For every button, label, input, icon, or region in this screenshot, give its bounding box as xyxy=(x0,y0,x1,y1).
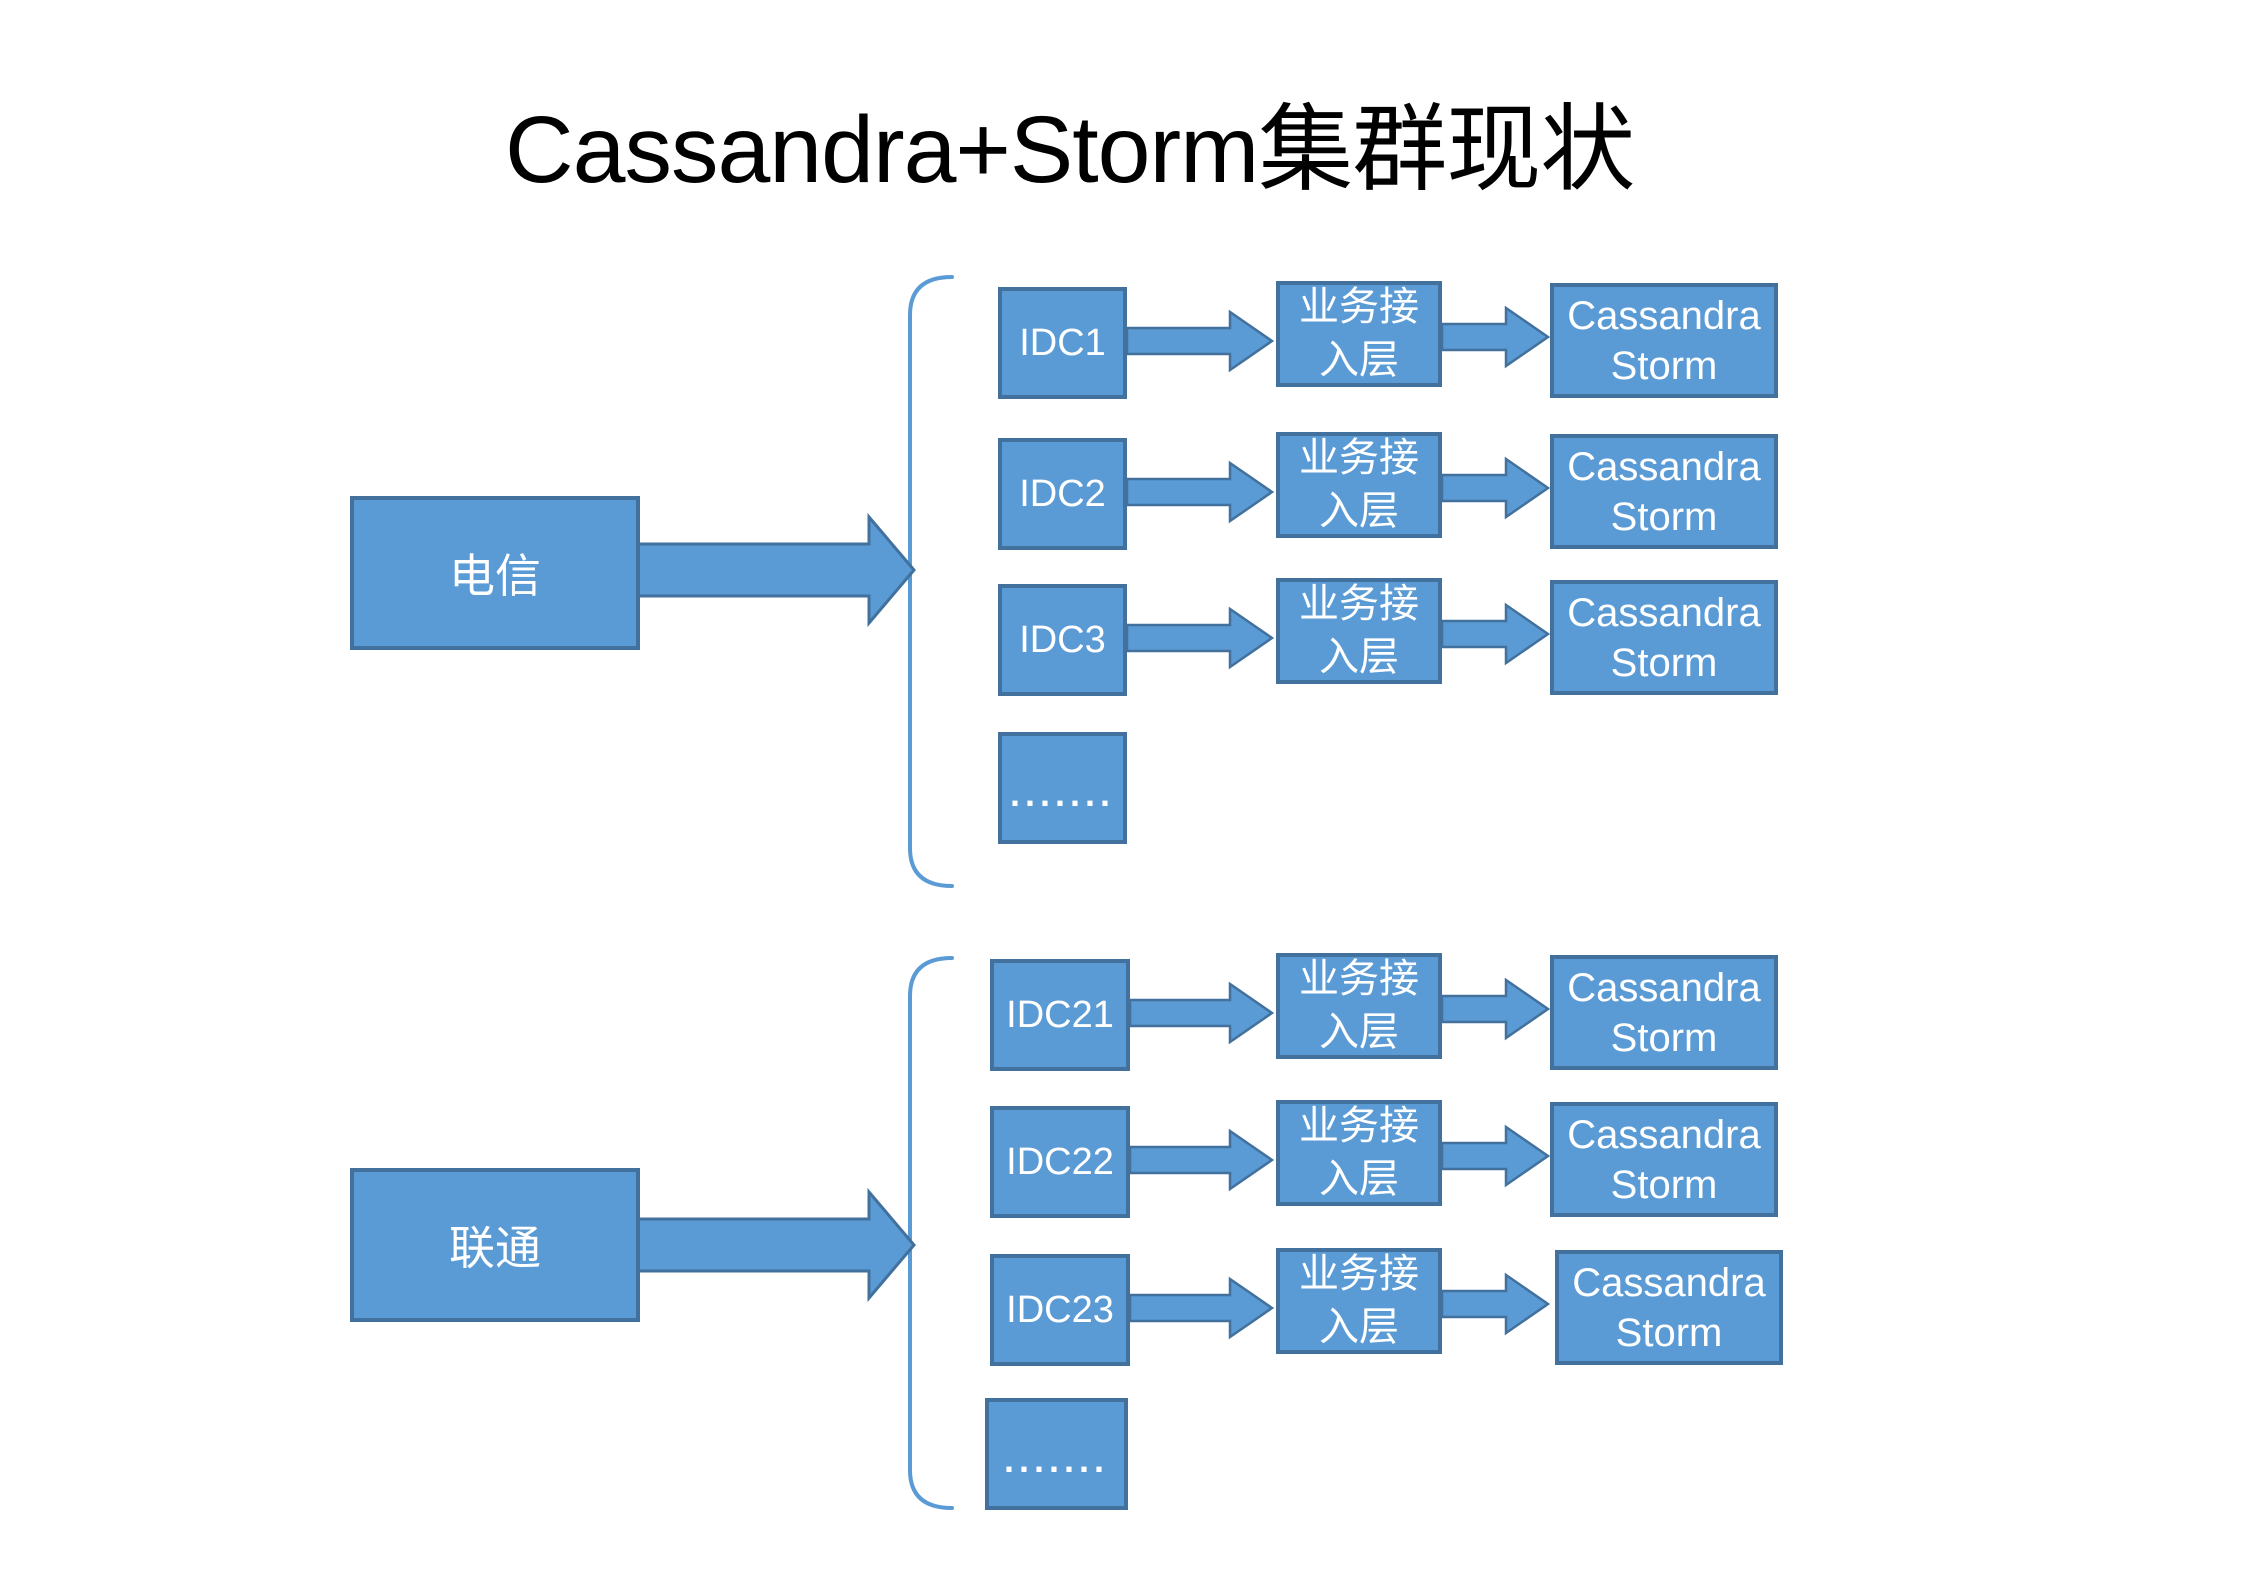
cassandra-storm-box: Cassandra Storm xyxy=(1550,434,1778,549)
flow-arrow xyxy=(1440,305,1551,369)
flow-arrow xyxy=(1125,606,1275,670)
ellipsis-label: ....... xyxy=(1003,1439,1109,1480)
idc-label: IDC21 xyxy=(1006,993,1114,1036)
unicom-source-label: 联通 xyxy=(449,1222,541,1274)
access-layer-label: 入层 xyxy=(1319,338,1399,382)
idc-label: IDC2 xyxy=(1019,472,1106,515)
cassandra-storm-box: Cassandra Storm xyxy=(1555,1250,1783,1365)
ellipsis-box: ....... xyxy=(985,1398,1128,1510)
flow-arrow xyxy=(1440,1272,1551,1336)
storm-label: Storm xyxy=(1615,1310,1723,1355)
cassandra-storm-box: Cassandra Storm xyxy=(1550,283,1778,398)
flow-arrow xyxy=(1440,456,1551,520)
idc-label: IDC23 xyxy=(1006,1288,1114,1331)
storm-label: Storm xyxy=(1610,494,1718,539)
idc-box: IDC1 xyxy=(998,287,1127,399)
idc-label: IDC1 xyxy=(1019,321,1106,364)
ellipsis-label: ....... xyxy=(1009,773,1115,814)
idc-label: IDC3 xyxy=(1019,618,1106,661)
unicom-bracket xyxy=(908,956,954,1510)
access-layer-label: 入层 xyxy=(1319,1157,1399,1201)
access-layer-label: 入层 xyxy=(1319,1010,1399,1054)
access-layer-label: 业务接 xyxy=(1299,436,1419,480)
cassandra-label: Cassandra xyxy=(1567,293,1761,338)
flow-arrow xyxy=(1125,460,1275,524)
cassandra-storm-box: Cassandra Storm xyxy=(1550,955,1778,1070)
storm-label: Storm xyxy=(1610,1162,1718,1207)
idc-box: IDC2 xyxy=(998,438,1127,550)
cassandra-storm-box: Cassandra Storm xyxy=(1550,580,1778,695)
flow-arrow xyxy=(1128,981,1275,1045)
cassandra-label: Cassandra xyxy=(1567,444,1761,489)
access-layer-label: 业务接 xyxy=(1299,957,1419,1001)
flow-arrow xyxy=(1128,1276,1275,1340)
telecom-bracket xyxy=(908,275,954,888)
storm-label: Storm xyxy=(1610,343,1718,388)
ellipsis-box: ....... xyxy=(998,732,1127,844)
cassandra-label: Cassandra xyxy=(1567,590,1761,635)
slide-title: Cassandra+Storm集群现状 xyxy=(505,97,1635,203)
idc-box: IDC3 xyxy=(998,584,1127,696)
access-layer-box: 业务接 入层 xyxy=(1276,578,1442,684)
access-layer-box: 业务接 入层 xyxy=(1276,1100,1442,1206)
access-layer-label: 业务接 xyxy=(1299,285,1419,329)
access-layer-label: 入层 xyxy=(1319,1305,1399,1349)
storm-label: Storm xyxy=(1610,640,1718,685)
access-layer-label: 入层 xyxy=(1319,489,1399,533)
idc-box: IDC23 xyxy=(990,1254,1130,1366)
access-layer-label: 业务接 xyxy=(1299,1252,1419,1296)
flow-arrow xyxy=(1128,1128,1275,1192)
storm-label: Storm xyxy=(1610,1015,1718,1060)
unicom-group-arrow xyxy=(636,1187,916,1303)
access-layer-box: 业务接 入层 xyxy=(1276,281,1442,387)
idc-box: IDC21 xyxy=(990,959,1130,1071)
access-layer-box: 业务接 入层 xyxy=(1276,432,1442,538)
cassandra-label: Cassandra xyxy=(1567,965,1761,1010)
access-layer-box: 业务接 入层 xyxy=(1276,1248,1442,1354)
telecom-source-box: 电信 xyxy=(350,496,640,650)
flow-arrow xyxy=(1440,977,1551,1041)
cassandra-label: Cassandra xyxy=(1572,1260,1766,1305)
telecom-source-label: 电信 xyxy=(449,550,541,602)
flow-arrow xyxy=(1125,309,1275,373)
flow-arrow xyxy=(1440,1124,1551,1188)
access-layer-label: 业务接 xyxy=(1299,582,1419,626)
access-layer-box: 业务接 入层 xyxy=(1276,953,1442,1059)
unicom-source-box: 联通 xyxy=(350,1168,640,1322)
access-layer-label: 业务接 xyxy=(1299,1104,1419,1148)
idc-box: IDC22 xyxy=(990,1106,1130,1218)
cassandra-storm-box: Cassandra Storm xyxy=(1550,1102,1778,1217)
access-layer-label: 入层 xyxy=(1319,635,1399,679)
cassandra-label: Cassandra xyxy=(1567,1112,1761,1157)
flow-arrow xyxy=(1440,602,1551,666)
telecom-group-arrow xyxy=(636,512,916,628)
idc-label: IDC22 xyxy=(1006,1140,1114,1183)
